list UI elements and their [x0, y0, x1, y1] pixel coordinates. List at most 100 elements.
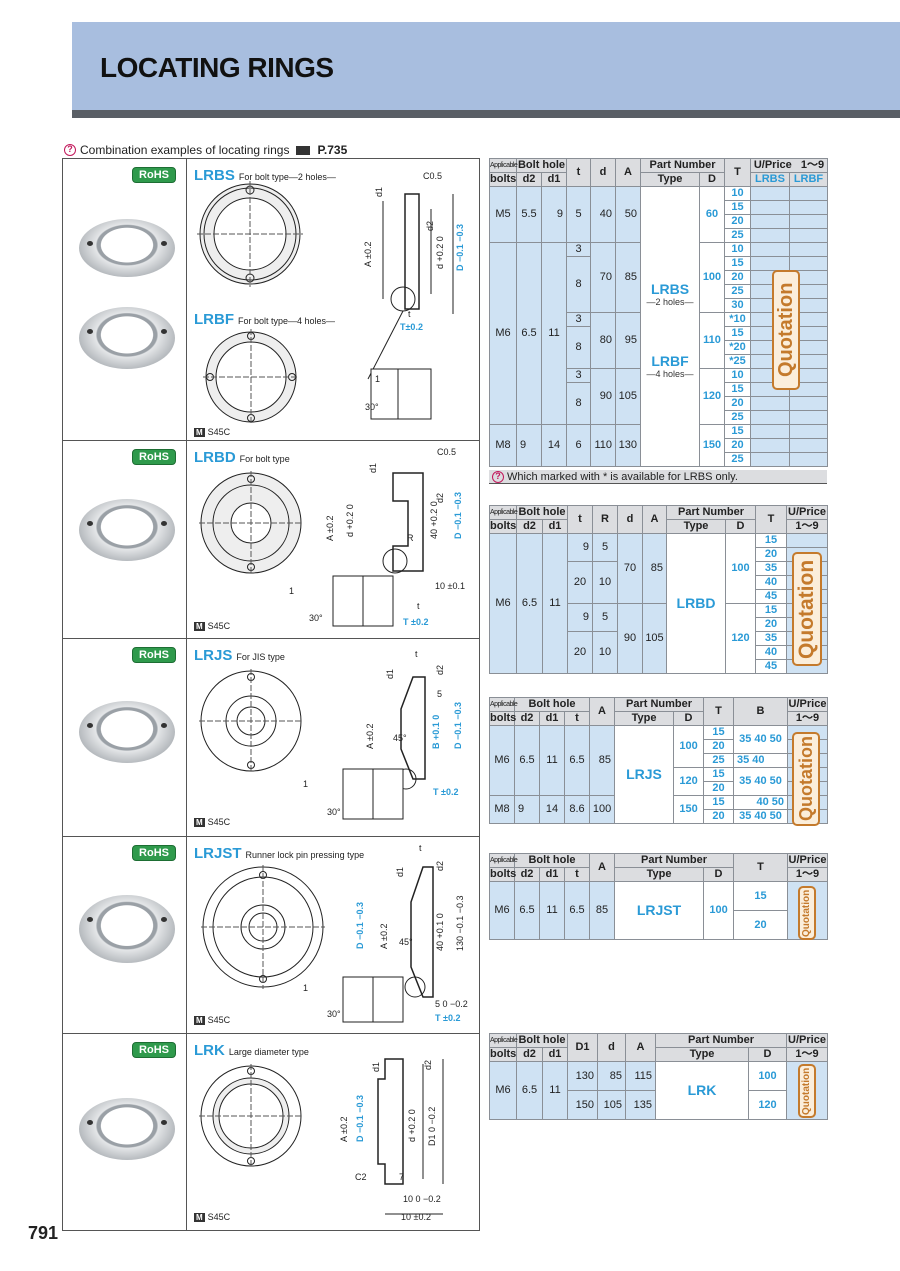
cell: 70: [617, 533, 643, 604]
cell: 80: [590, 312, 616, 369]
dim-label: 1: [289, 586, 295, 596]
cell: 100: [725, 533, 756, 604]
col-header: Part Number: [655, 1033, 787, 1048]
col-header: T: [703, 697, 735, 726]
rohs-badge: RoHS: [132, 845, 176, 861]
cell: 130: [615, 424, 641, 467]
col-header: bolts: [489, 172, 517, 187]
cell-T: 25: [703, 753, 735, 768]
quotation-badge[interactable]: Quotation: [772, 270, 800, 390]
col-header: d1: [539, 711, 565, 726]
dim-label: 30°: [327, 807, 341, 817]
page-ref-link[interactable]: P.735: [317, 143, 348, 157]
dim-label: 7: [399, 1172, 405, 1182]
col-header: D: [703, 867, 735, 882]
cell-T: 20: [703, 809, 735, 824]
col-header: A: [642, 505, 667, 534]
cell: 8: [566, 382, 591, 425]
col-header: Bolt hole: [516, 505, 568, 520]
product-subtitle: For bolt type—2 holes—: [238, 172, 336, 182]
cell: 3: [566, 242, 591, 257]
material-icon: M: [194, 1015, 205, 1025]
product-name: LRJS: [194, 647, 233, 664]
col-header: D1: [567, 1033, 598, 1062]
dim-label: A ±0.2: [365, 723, 375, 749]
cell: 135: [625, 1090, 656, 1120]
col-header: d: [590, 158, 616, 187]
col-header: Type: [640, 172, 700, 187]
cell-T: 20: [724, 438, 751, 453]
col-header-price: U/Price 1～9: [750, 158, 828, 173]
dim-label: 30°: [365, 402, 379, 412]
type-lrbs: LRBS: [650, 280, 690, 297]
cell: M6: [489, 881, 515, 940]
cell: 6.5: [514, 725, 540, 796]
cell-T: 15: [724, 326, 751, 341]
dim-label: d1: [371, 1061, 381, 1072]
dim-label: 30°: [327, 1009, 341, 1019]
material-icon: M: [194, 1212, 205, 1222]
dim-label: 5: [437, 689, 443, 699]
type-cell: LRBS—2 holes—LRBF—4 holes—: [640, 186, 700, 467]
header-bar: [72, 110, 900, 118]
cell: 85: [597, 1061, 626, 1091]
col-header: Bolt hole: [516, 158, 567, 173]
dim-label: D1 0 −0.2: [427, 1106, 437, 1146]
col-header: Bolt hole: [516, 1033, 568, 1048]
col-header: Applicable: [489, 1033, 518, 1048]
cell: M8: [489, 424, 517, 467]
col-header: D: [699, 172, 725, 187]
lrk-side-drawing: [377, 1058, 444, 1215]
col-header: D: [748, 1047, 787, 1062]
col-header: A: [589, 697, 616, 726]
cell-T: *25: [724, 354, 751, 369]
cell: 6.5: [516, 1061, 543, 1120]
quotation-badge[interactable]: Quotation: [798, 1064, 816, 1118]
material-icon: M: [194, 621, 205, 631]
cell-T: 15: [724, 424, 751, 439]
quotation-badge[interactable]: Quotation: [792, 552, 822, 666]
material-value: S45C: [207, 1015, 231, 1025]
cell-B: 35 40: [733, 753, 789, 768]
cell-T: 20: [755, 547, 787, 562]
dim-label: D −0.1 −0.3: [355, 901, 365, 949]
lrjst-front-drawing: [201, 865, 325, 989]
cell-T: 20: [733, 910, 789, 940]
cell: 6.5: [516, 533, 543, 674]
cell: 120: [748, 1090, 787, 1120]
quotation-badge[interactable]: Quotation: [798, 886, 816, 940]
col-header: Applicable: [489, 505, 518, 520]
dim-label: 1: [303, 983, 309, 993]
material-value: S45C: [207, 427, 231, 437]
dim-label: 40 +0.2 0: [429, 501, 439, 539]
cell-T: 15: [724, 200, 751, 215]
cell: 20: [567, 631, 593, 674]
col-header: Applicable: [489, 853, 518, 868]
cell-T: 10: [724, 368, 751, 383]
col-header: U/Price: [787, 853, 829, 868]
cell: 85: [589, 881, 616, 940]
lrjst-side-drawing: [342, 866, 434, 1023]
dim-label: t: [415, 649, 418, 659]
lrjs-front-drawing: [199, 669, 303, 773]
col-header: B: [733, 697, 789, 726]
footnote-text: Which marked with * is available for LRB…: [507, 470, 738, 483]
cell: 10: [592, 561, 618, 604]
lrbf-front-drawing: [203, 329, 299, 425]
col-header: t: [563, 711, 591, 726]
material-value: S45C: [207, 817, 231, 827]
cell: 9: [567, 603, 593, 632]
material-value: S45C: [207, 1212, 231, 1222]
quotation-badge[interactable]: Quotation: [792, 732, 820, 826]
dim-label: A ±0.2: [339, 1116, 349, 1142]
cell: 120: [699, 368, 725, 425]
cell-T: 10: [724, 186, 751, 201]
